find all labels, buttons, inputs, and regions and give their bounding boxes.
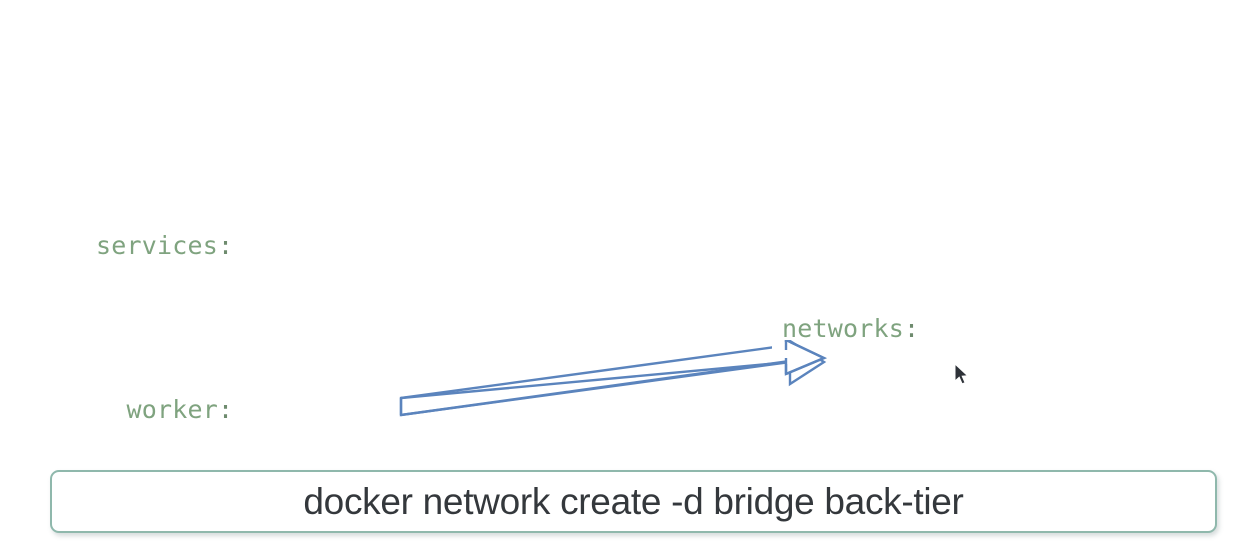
yaml-indent — [96, 395, 127, 424]
yaml-colon: : — [218, 395, 234, 424]
command-text: docker network create -d bridge back-tie… — [303, 480, 964, 522]
yaml-line: worker: — [96, 389, 386, 430]
yaml-key: services — [96, 231, 219, 260]
mouse-pointer-icon — [954, 364, 969, 385]
yaml-key: networks — [782, 314, 905, 343]
docker-compose-services-block: services: worker: build: ./worker links:… — [96, 102, 386, 545]
command-bar[interactable]: docker network create -d bridge back-tie… — [50, 470, 1217, 533]
equivalence-arrow-icon — [399, 340, 827, 417]
yaml-line: networks: — [782, 308, 1057, 349]
yaml-colon: : — [904, 314, 920, 343]
yaml-line: services: — [96, 225, 386, 266]
yaml-colon: : — [218, 231, 234, 260]
yaml-key: worker — [126, 395, 219, 424]
